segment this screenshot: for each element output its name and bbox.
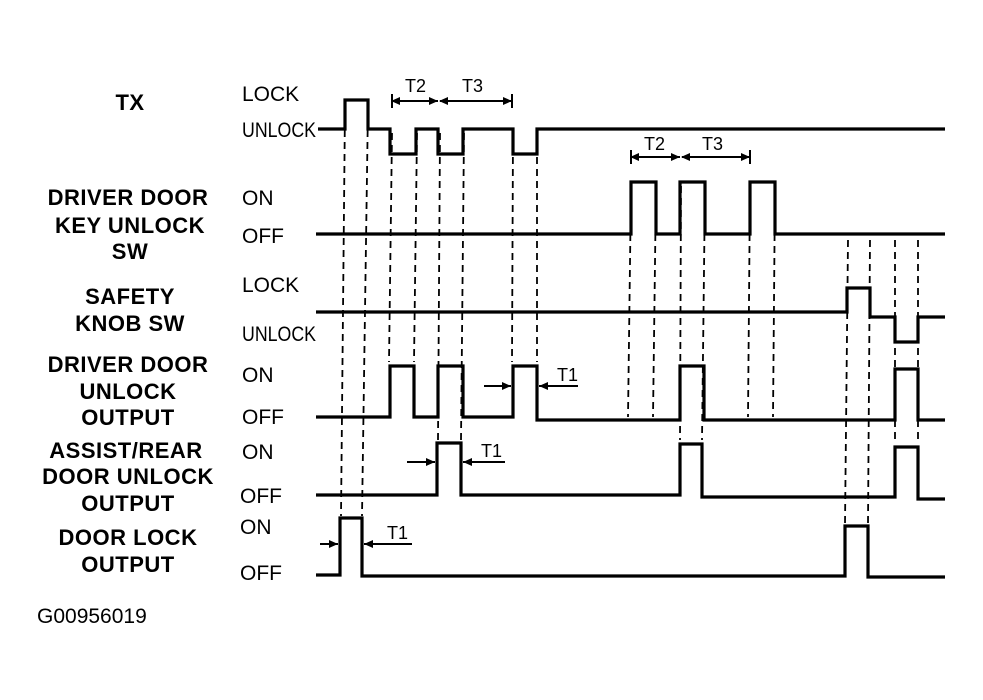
guide-line <box>437 132 441 441</box>
level-labels: LOCK UNLOCK ON OFF LOCK UNLOCK ON OFF ON… <box>240 83 316 585</box>
level-label-tx-low: UNLOCK <box>242 119 316 142</box>
level-label-key-sw-low: OFF <box>242 225 284 248</box>
guide-line <box>652 185 657 418</box>
t3-label: T3 <box>462 76 483 96</box>
signal-name-assist-rear-door-unlock-output-line2: DOOR UNLOCK <box>42 464 214 489</box>
guide-line <box>627 185 632 418</box>
timing-dimensions: T2 T3 T2 T3 T1 T1 T1 <box>320 76 751 548</box>
level-label-door-lock-high: ON <box>240 516 272 539</box>
signal-name-door-lock-output-line2: OUTPUT <box>81 552 175 577</box>
guide-line <box>361 105 369 517</box>
waveform-driver-door-key-unlock-sw <box>316 180 945 236</box>
level-label-knob-sw-high: LOCK <box>242 274 299 297</box>
waveform-driver-door-unlock-output <box>316 364 945 422</box>
signal-name-driver-door-key-unlock-sw-line3: SW <box>112 239 148 264</box>
signal-name-assist-rear-door-unlock-output-line1: ASSIST/REAR <box>49 438 202 463</box>
waveforms <box>316 98 945 579</box>
level-label-key-sw-high: ON <box>242 187 274 210</box>
guide-line <box>388 132 393 363</box>
t2-label: T2 <box>405 76 426 96</box>
level-label-knob-sw-low: UNLOCK <box>242 323 316 346</box>
signal-name-safety-knob-sw-line2: KNOB SW <box>75 311 185 336</box>
level-label-driver-unlock-high: ON <box>242 364 274 387</box>
signal-name-driver-door-key-unlock-sw-line1: DRIVER DOOR <box>48 185 209 210</box>
guide-line <box>340 105 346 517</box>
waveform-door-lock-output <box>316 516 945 579</box>
t1-label: T1 <box>387 523 408 543</box>
level-label-assist-unlock-low: OFF <box>240 485 282 508</box>
signal-name-door-lock-output-line1: DOOR LOCK <box>59 525 198 550</box>
t3-label: T3 <box>702 134 723 154</box>
signal-name-driver-door-unlock-output-line2: UNLOCK <box>79 379 176 404</box>
guide-line <box>460 132 465 441</box>
t2-label: T2 <box>644 134 665 154</box>
guide-line <box>413 132 418 363</box>
guide-line <box>701 185 706 441</box>
t1-label: T1 <box>557 365 578 385</box>
level-label-tx-high: LOCK <box>242 83 299 106</box>
guide-line <box>867 239 871 525</box>
level-label-door-lock-low: OFF <box>240 562 282 585</box>
signal-name-tx: TX <box>115 90 144 115</box>
signal-name-assist-rear-door-unlock-output-line3: OUTPUT <box>81 491 175 516</box>
dashed-guides <box>340 105 919 525</box>
guide-line <box>747 185 751 418</box>
t1-label: T1 <box>481 441 502 461</box>
level-label-assist-unlock-high: ON <box>242 441 274 464</box>
waveform-assist-rear-door-unlock-output <box>316 441 945 501</box>
guide-line <box>772 185 776 418</box>
guide-line <box>511 132 514 363</box>
signal-name-driver-door-unlock-output-line1: DRIVER DOOR <box>48 352 209 377</box>
waveform-safety-knob-sw <box>316 286 945 344</box>
waveform-tx <box>318 98 945 156</box>
signal-name-driver-door-unlock-output-line3: OUTPUT <box>81 405 175 430</box>
signal-names: TX DRIVER DOOR KEY UNLOCK SW SAFETY KNOB… <box>42 90 214 577</box>
signal-name-safety-knob-sw-line1: SAFETY <box>85 284 175 309</box>
guide-line <box>844 239 849 525</box>
signal-name-driver-door-key-unlock-sw-line2: KEY UNLOCK <box>55 213 205 238</box>
figure-code: G00956019 <box>37 605 147 628</box>
level-label-driver-unlock-low: OFF <box>242 406 284 429</box>
guide-line <box>679 185 682 441</box>
